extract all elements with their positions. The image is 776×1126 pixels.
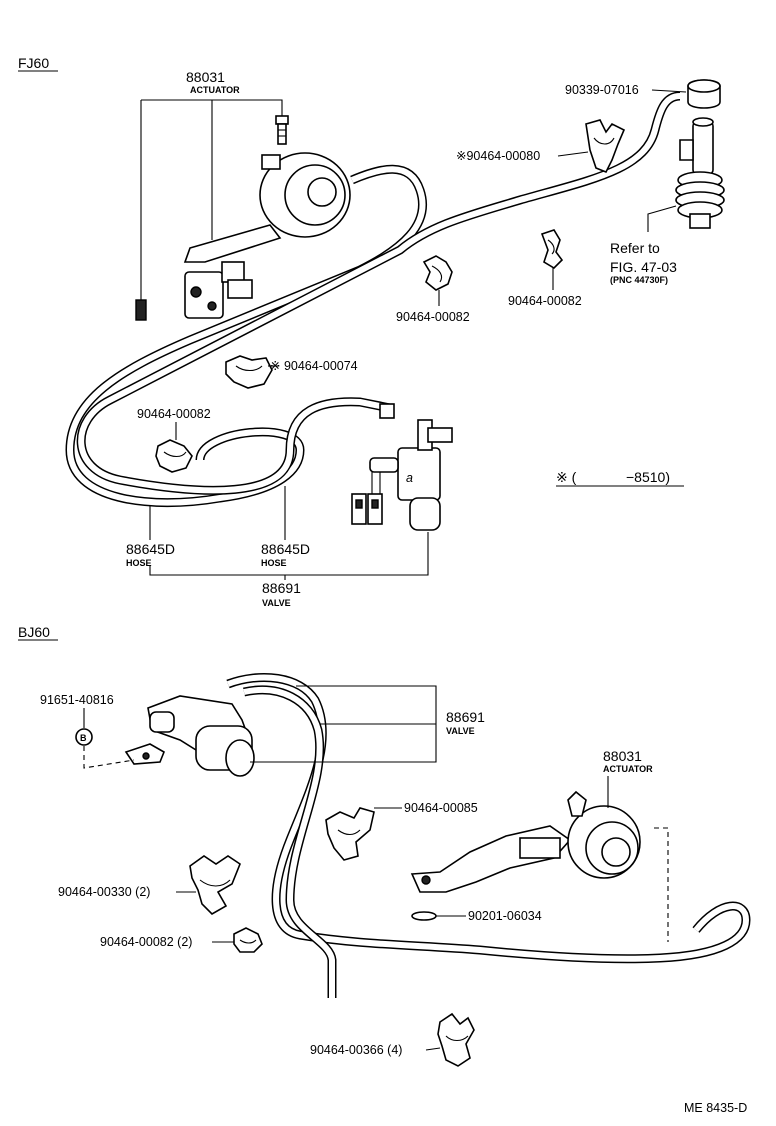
hose-a-part-no: 88645D <box>126 541 175 557</box>
actuator-fj60-leader-a <box>141 99 283 116</box>
hose-bj60-short <box>243 685 337 998</box>
clamp-90464-00085 <box>325 807 375 861</box>
refer-line2: FIG. 47-03 <box>610 259 677 275</box>
hose-a-desc: HOSE <box>126 558 152 568</box>
valve-fj60-leader <box>149 532 429 576</box>
valve-fj60-desc: VALVE <box>262 598 291 608</box>
diagram-code: ME 8435-D <box>684 1101 747 1115</box>
refer-line3: (PNC 44730F) <box>610 275 668 285</box>
refer-leader <box>647 205 677 232</box>
clamp-90464-00074-label: ※ 90464-00074 <box>270 359 358 373</box>
clamp-90464-00080 <box>585 119 626 174</box>
bolt-fj60 <box>275 115 289 145</box>
hose-b-part-no: 88645D <box>261 541 310 557</box>
clamp-90464-00082-b <box>540 229 564 270</box>
actuator-bj60-part-no: 88031 <box>603 748 642 764</box>
actuator-fj60-desc: ACTUATOR <box>190 85 240 95</box>
bolt-91651-dashed <box>83 746 135 769</box>
refer-line1: Refer to <box>610 240 660 256</box>
washer-90201-06034 <box>411 911 437 921</box>
clamp-90464-00074 <box>225 355 273 389</box>
valve-bj60-desc: VALVE <box>446 726 475 736</box>
clamp-90464-00082-a-label: 90464-00082 <box>396 310 470 324</box>
actuator-fj60 <box>183 152 351 319</box>
clamp-90464-00366-label: 90464-00366 (4) <box>310 1043 402 1057</box>
clamp-90464-00082-c-label: 90464-00082 <box>137 407 211 421</box>
valve-fj60-mark: a <box>406 471 413 485</box>
clamp-90464-00082-bj60-label: 90464-00082 (2) <box>100 935 192 949</box>
actuator-fj60-part-no: 88031 <box>186 69 225 85</box>
clamp-90464-00366-leader <box>425 1047 441 1051</box>
clamp-90464-00330 <box>189 855 241 915</box>
pin-fj60 <box>135 100 147 321</box>
hose-b-desc: HOSE <box>261 558 287 568</box>
valve-bj60-part-no: 88691 <box>446 709 485 725</box>
section-label-bj60: BJ60 <box>18 624 50 640</box>
bolt-91651: B <box>75 728 93 746</box>
cap-90339-label: 90339-07016 <box>565 83 639 97</box>
actuator-bj60-dashed <box>654 827 669 942</box>
clamp-90464-00085-label: 90464-00085 <box>404 801 478 815</box>
clamp-90464-00082-c <box>155 439 193 473</box>
bolt-91651-mark: B <box>80 733 87 743</box>
note-range: −8510) <box>626 469 670 485</box>
clamp-90464-00082-b-label: 90464-00082 <box>508 294 582 308</box>
hose-88645d-main <box>76 91 681 495</box>
bolt-91651-label: 91651-40816 <box>40 693 114 707</box>
hose-88645d-long <box>65 164 427 508</box>
washer-90201-06034-label: 90201-06034 <box>468 909 542 923</box>
clamp-90464-00080-label: ※90464-00080 <box>456 149 540 163</box>
cap-90339-leader <box>651 89 687 93</box>
clamp-90464-00330-label: 90464-00330 (2) <box>58 885 150 899</box>
note-mark: ※ ( <box>556 469 577 485</box>
actuator-bj60-desc: ACTUATOR <box>603 764 653 774</box>
clamp-90464-00082-a <box>422 255 453 291</box>
clamp-90464-00080-leader <box>557 151 589 157</box>
actuator-bj60 <box>410 790 641 893</box>
cap-90339 <box>687 79 721 109</box>
clamp-90464-00366 <box>437 1012 475 1067</box>
valve-bj60 <box>124 695 255 777</box>
section-label-fj60: FJ60 <box>18 55 49 71</box>
clamp-90464-00082-bj60 <box>233 927 263 953</box>
valve-fj60: a <box>351 403 453 531</box>
check-valve-fj60 <box>675 117 725 229</box>
valve-fj60-part-no: 88691 <box>262 580 301 596</box>
